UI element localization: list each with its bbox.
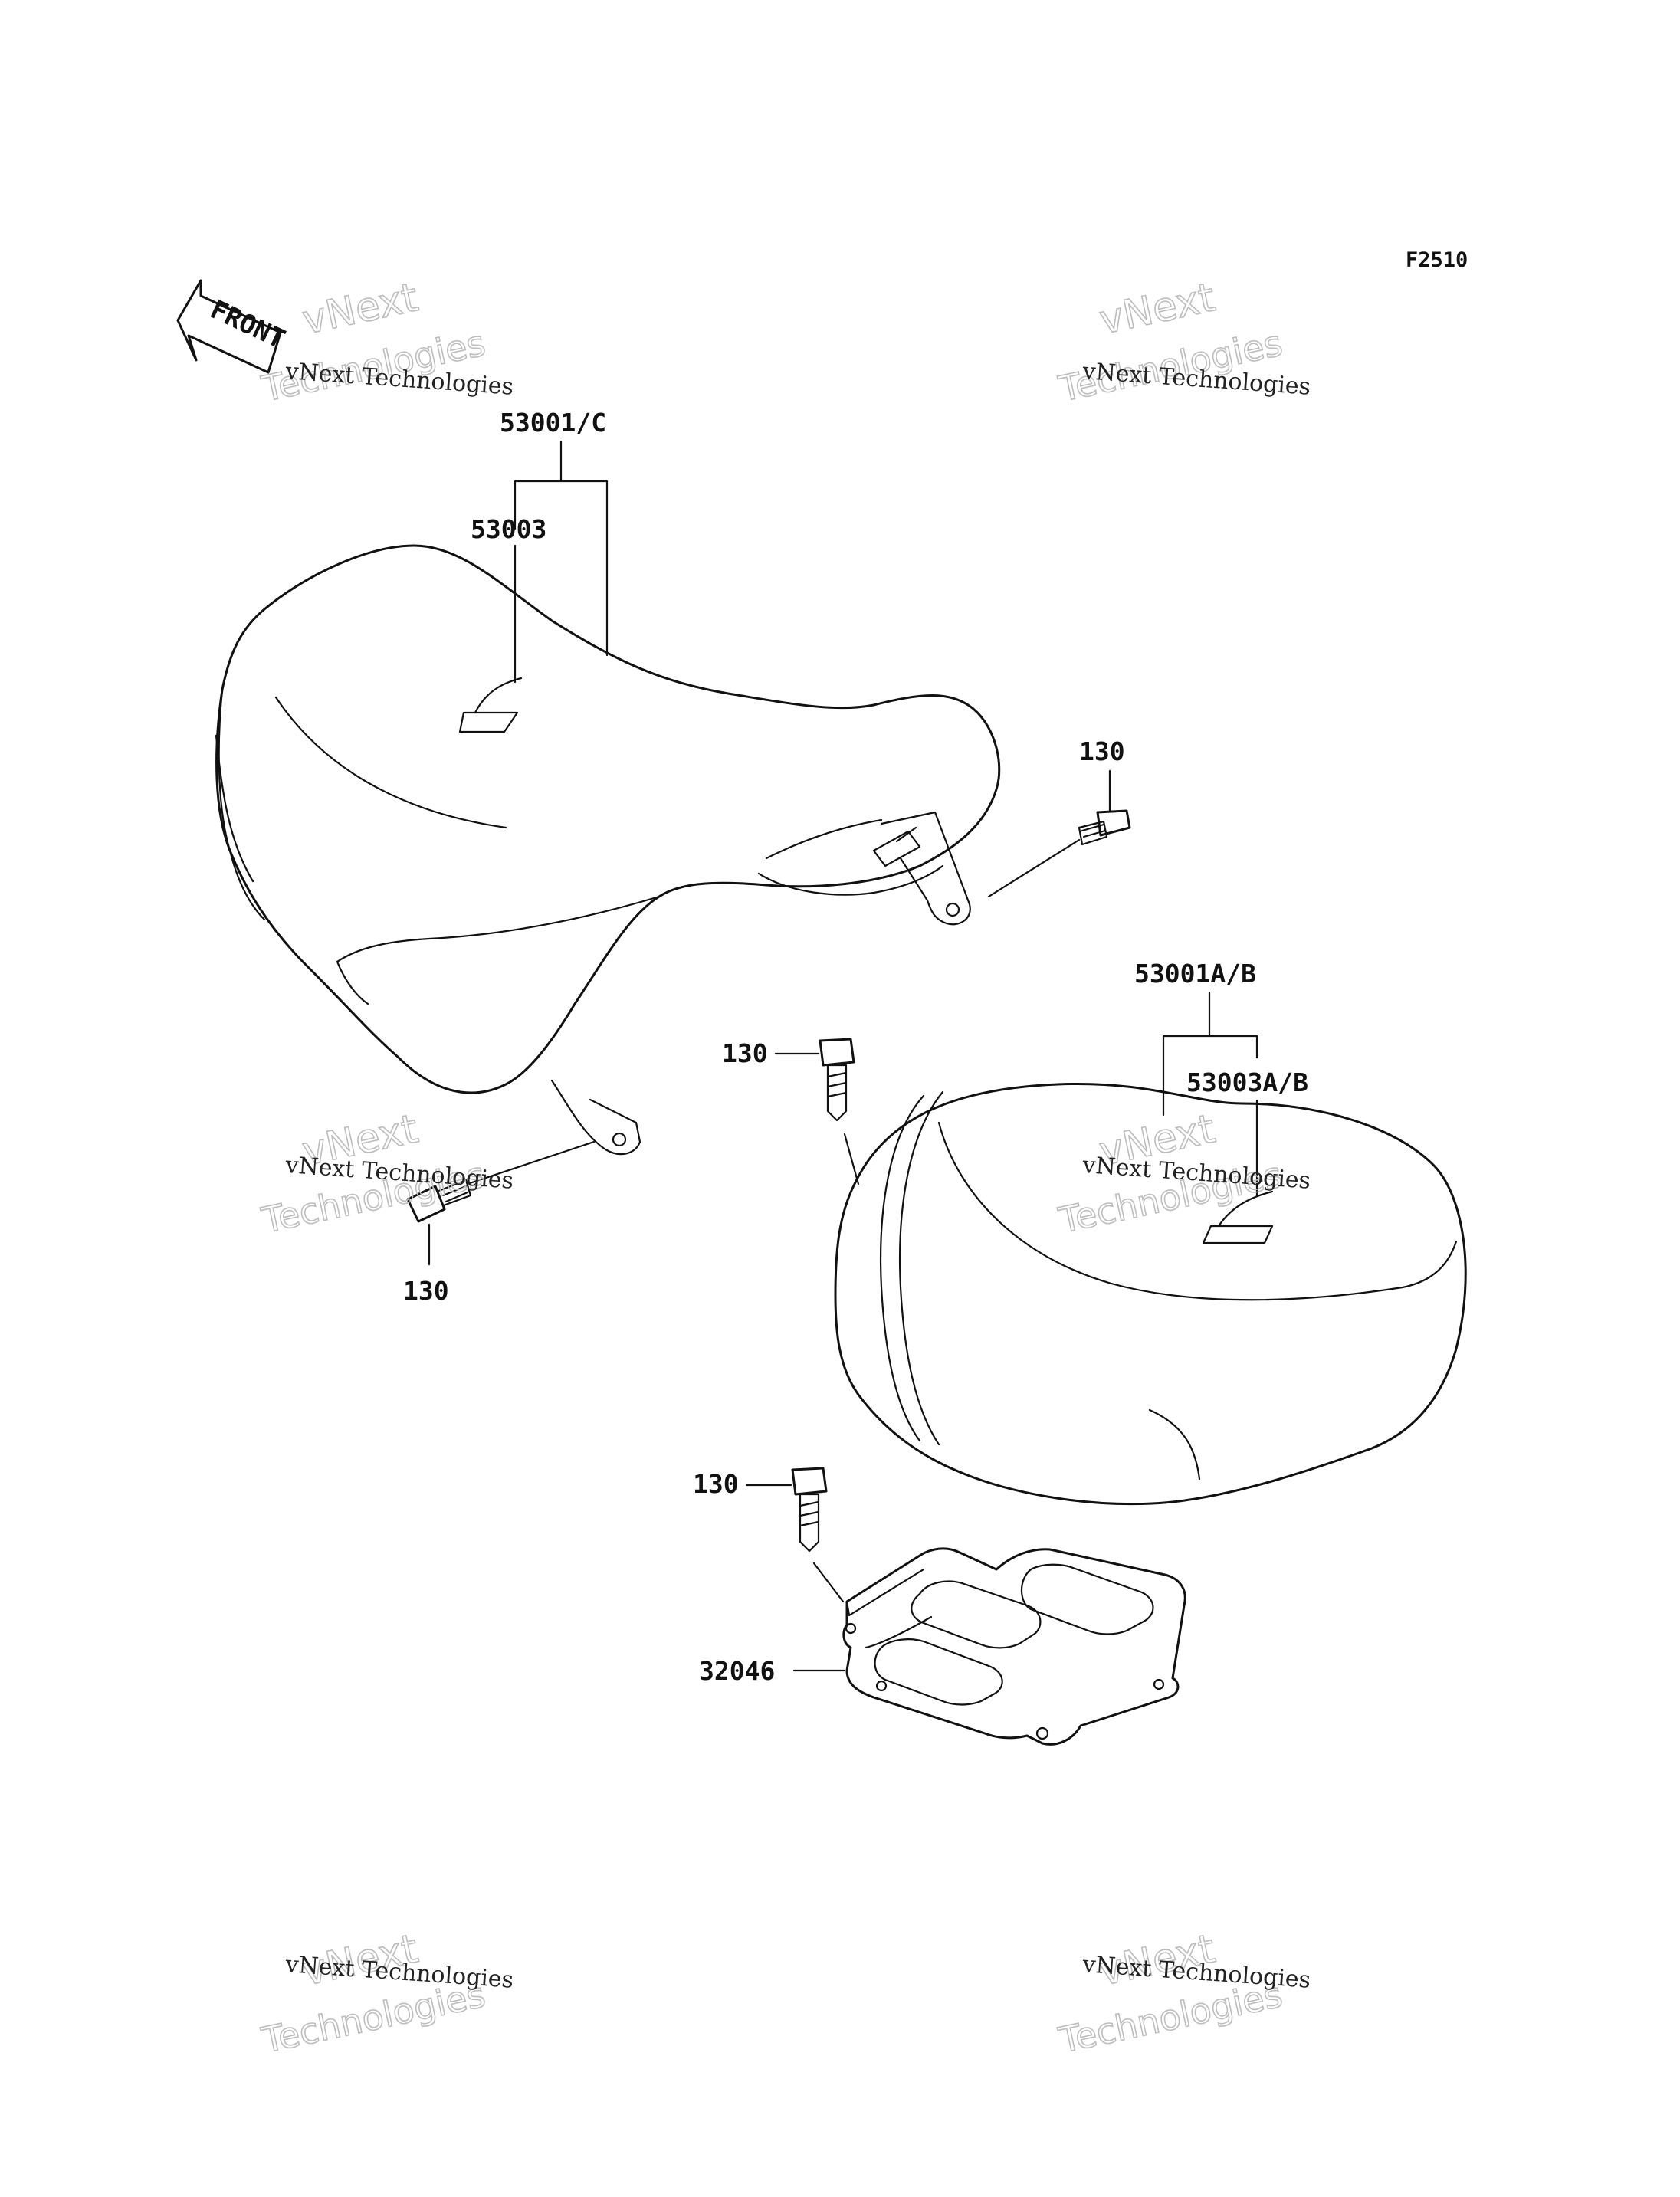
front-arrow-icon: FRONT (176, 279, 290, 374)
watermark-outline-top: vNext (1096, 274, 1219, 343)
callout-130-d: 130 (693, 1469, 739, 1499)
front-seat (215, 544, 1001, 1156)
callout-130-c: 130 (722, 1038, 768, 1068)
bolt-icon (791, 1467, 828, 1553)
bolt-icon (1078, 809, 1131, 846)
seat-plate (842, 1547, 1186, 1746)
callout-130-b: 130 (403, 1276, 449, 1306)
rear-seat (834, 1082, 1467, 1506)
callout-53001c: 53001/C (500, 408, 606, 438)
watermark-outline-top: vNext (299, 274, 422, 343)
callout-53003: 53003 (471, 514, 546, 544)
figure-code: F2510 (1406, 248, 1468, 272)
callout-53001ab: 53001A/B (1134, 959, 1256, 989)
bolt-icon (406, 1179, 472, 1223)
callout-130-a: 130 (1079, 736, 1125, 766)
callout-32046: 32046 (699, 1656, 775, 1686)
bolt-icon (819, 1038, 855, 1122)
callout-53003ab: 53003A/B (1186, 1067, 1308, 1097)
